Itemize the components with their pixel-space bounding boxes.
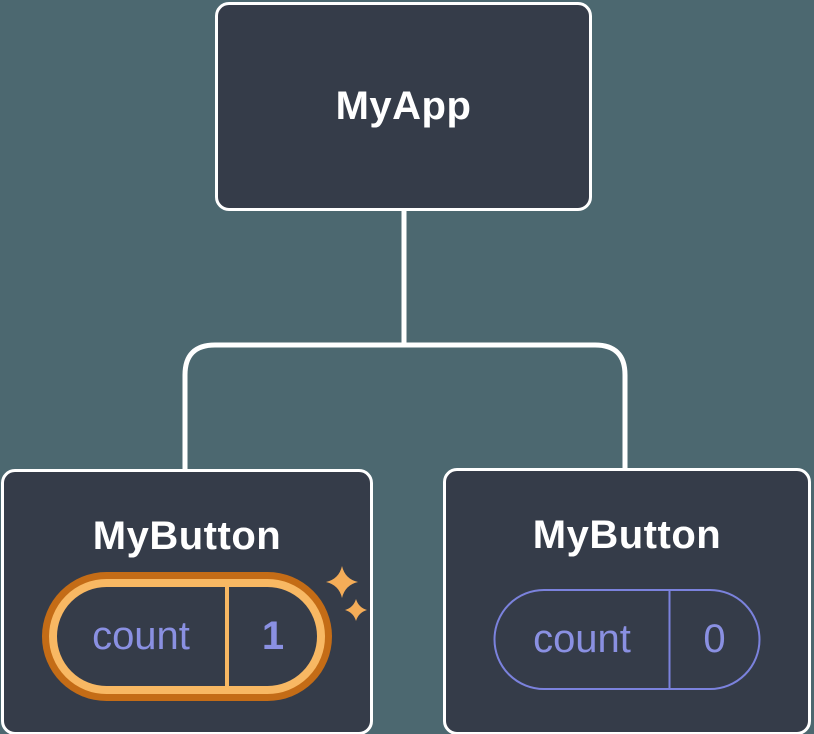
state-value: 1 <box>261 614 285 658</box>
state-name: count <box>533 617 631 661</box>
state-pill-plain: count 0 <box>493 589 761 690</box>
state-name-cell: count <box>496 591 669 688</box>
node-label: MyButton <box>532 513 722 557</box>
state-value: 0 <box>703 617 726 661</box>
state-value-cell: 1 <box>229 587 317 686</box>
tree-node-mybutton-right: MyButton count 0 <box>443 468 811 734</box>
state-pill-highlighted: count 1 <box>42 572 332 701</box>
tree-node-mybutton-left: MyButton count 1 <box>1 469 373 734</box>
node-label: MyButton <box>92 514 282 558</box>
sparkle-icon <box>326 566 367 621</box>
tree-node-myapp: MyApp <box>215 2 592 211</box>
state-name-cell: count <box>57 587 225 686</box>
state-name: count <box>92 614 190 658</box>
state-value-cell: 0 <box>671 591 759 688</box>
node-label: MyApp <box>335 84 472 128</box>
pill-divider <box>668 591 671 688</box>
pill-divider <box>225 587 229 686</box>
state-pill-body: count 1 <box>49 579 325 694</box>
connector-bracket <box>182 342 628 470</box>
